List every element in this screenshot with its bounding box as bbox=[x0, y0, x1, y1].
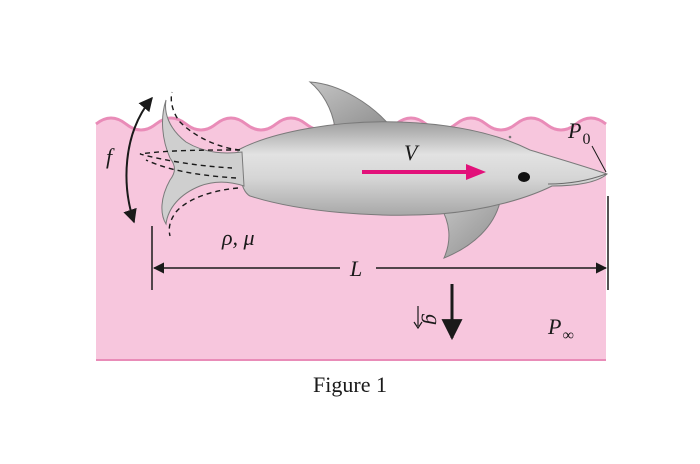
gravity-vector-mark-head bbox=[413, 321, 423, 330]
dolphin-eye bbox=[518, 172, 530, 182]
figure-caption: Figure 1 bbox=[313, 372, 387, 397]
dolphin-blowhole bbox=[508, 135, 512, 139]
tail-flukes bbox=[161, 99, 245, 226]
frequency-label: f bbox=[106, 144, 115, 169]
fluid-props-label: ρ, μ bbox=[221, 225, 255, 250]
frequency-arrow bbox=[123, 96, 153, 224]
velocity-arrowhead bbox=[466, 164, 486, 180]
pressure-surface-label: P0 bbox=[567, 118, 590, 148]
length-label: L bbox=[349, 256, 362, 281]
dolphin-mouth bbox=[547, 173, 607, 185]
dorsal-fin bbox=[308, 81, 394, 129]
dolphin-body bbox=[237, 121, 608, 216]
pectoral-fin bbox=[439, 201, 501, 259]
tail-dashed-lower bbox=[145, 159, 239, 237]
pressure-surface-leader bbox=[591, 145, 607, 173]
pressure-far-label: P∞ bbox=[547, 314, 574, 344]
gravity-label: g bbox=[421, 314, 446, 325]
velocity-label: V bbox=[404, 140, 420, 165]
